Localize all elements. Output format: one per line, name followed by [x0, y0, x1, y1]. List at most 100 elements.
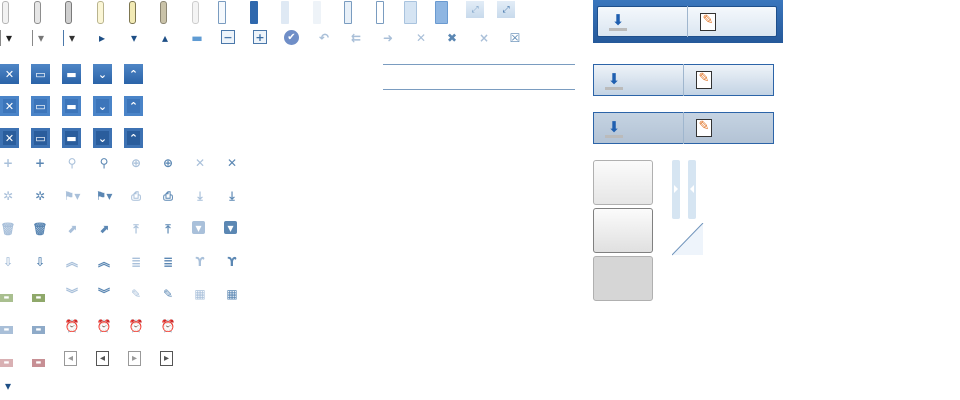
window-restore-button-pressed[interactable]: ▭: [31, 128, 50, 148]
move-top-dark-icon[interactable]: ⤒: [165, 222, 171, 236]
scroll-thumb-disabled[interactable]: [192, 1, 199, 24]
gear-light-icon[interactable]: ✲: [2, 189, 14, 203]
splitter-thumb-blue[interactable]: [250, 1, 258, 24]
panel-normal[interactable]: [593, 160, 653, 205]
external-link-light-icon[interactable]: ⬈: [66, 222, 78, 236]
minus-blue-light-icon[interactable]: ▬: [0, 326, 13, 334]
scroll-thumb-active[interactable]: [65, 1, 72, 24]
small-triangle-down-icon[interactable]: ▾: [4, 379, 12, 393]
dropdown-box-light-icon[interactable]: ▾: [192, 221, 205, 234]
minus-red-dark-icon[interactable]: ▬: [32, 359, 45, 367]
window-restore-button-normal[interactable]: ▭: [31, 64, 50, 84]
external-link-dark-icon[interactable]: ⬈: [98, 222, 110, 236]
folder-icon[interactable]: ▬: [191, 31, 203, 45]
page-next-dark-icon[interactable]: ▸: [160, 351, 173, 366]
dropdown-arrow-blue-icon[interactable]: ▾: [63, 30, 80, 46]
resize-grip-triangle[interactable]: [672, 223, 704, 256]
plus-dark-icon[interactable]: +: [34, 156, 46, 170]
import-light-icon[interactable]: ⇩: [2, 255, 14, 269]
add-circle-dark-icon[interactable]: ⊕: [162, 156, 174, 170]
double-chevron-up-light-icon[interactable]: ︽: [65, 255, 78, 269]
receive-mail-button[interactable]: ⬇: [597, 6, 687, 37]
gear-dark-icon[interactable]: ✲: [34, 189, 46, 203]
window-minimize-button-normal[interactable]: ▬: [62, 64, 81, 84]
receive-mail-button[interactable]: ⬇: [593, 112, 683, 144]
panel-hover[interactable]: [593, 208, 653, 253]
double-chevron-down-dark-icon[interactable]: ︾: [97, 287, 110, 301]
collapse-minus-icon[interactable]: −: [221, 30, 235, 44]
check-circle-icon[interactable]: ✔: [284, 30, 299, 45]
alarm-clock-dark-icon[interactable]: ⏰: [96, 319, 112, 333]
trash-light-icon[interactable]: 🗑: [0, 222, 16, 236]
move-top-light-icon[interactable]: ⤒: [133, 222, 139, 236]
window-expand-button-hover[interactable]: ⌃: [124, 96, 143, 116]
window-close-button-normal[interactable]: ✕: [0, 64, 19, 84]
window-expand-button-pressed[interactable]: ⌃: [124, 128, 143, 148]
splitter-thumb-outline[interactable]: [218, 1, 226, 24]
close-small-icon[interactable]: ×: [478, 31, 490, 45]
splitter-collapse-right[interactable]: [672, 160, 680, 219]
scroll-thumb-yellow[interactable]: [97, 1, 104, 24]
edit-dark-icon[interactable]: ✎: [162, 287, 174, 301]
close-box-icon[interactable]: ☒: [509, 31, 521, 45]
close-dark-icon[interactable]: ✖: [446, 31, 458, 45]
trash-dark-icon[interactable]: 🗑: [32, 222, 48, 236]
alarm-clock-light-icon[interactable]: ⏰: [64, 319, 80, 333]
scroll-thumb-normal[interactable]: [2, 1, 9, 24]
page-next-light-icon[interactable]: ▸: [128, 351, 141, 366]
window-collapse-button-pressed[interactable]: ⌄: [93, 128, 112, 148]
reply-all-icon[interactable]: ⇇: [350, 31, 362, 45]
scroll-thumb-yellow-hover[interactable]: [129, 1, 136, 24]
expand-plus-icon[interactable]: +: [253, 30, 267, 44]
flag-dropdown-light-icon[interactable]: ⚑▾: [63, 189, 81, 203]
triangle-down-icon[interactable]: ▾: [130, 31, 138, 45]
splitter-thumb-faint-2[interactable]: [313, 1, 321, 24]
window-minimize-button-hover[interactable]: ▬: [62, 96, 81, 116]
window-collapse-button-hover[interactable]: ⌄: [93, 96, 112, 116]
reply-icon[interactable]: ↶: [318, 31, 330, 45]
splitter-thumb-faint[interactable]: [281, 1, 289, 24]
window-close-button-pressed[interactable]: ✕: [0, 128, 19, 148]
close-light-icon[interactable]: ✕: [415, 31, 427, 45]
import-dark-icon[interactable]: ⇩: [34, 255, 46, 269]
forward-icon[interactable]: ➜: [382, 31, 394, 45]
double-chevron-down-light-icon[interactable]: ︾: [65, 287, 78, 301]
compose-button[interactable]: ✎: [683, 112, 773, 144]
window-expand-button-normal[interactable]: ⌃: [124, 64, 143, 84]
splitter-thumb-pointed-thin[interactable]: [376, 1, 384, 24]
alarm-add-dark-icon[interactable]: ⏰: [160, 319, 176, 333]
window-minimize-button-pressed[interactable]: ▬: [62, 128, 81, 148]
edit-light-icon[interactable]: ✎: [130, 287, 142, 301]
receive-mail-button[interactable]: ⬇: [593, 64, 683, 96]
splitter-thumb-gradient-blue[interactable]: [435, 1, 448, 24]
dropdown-arrow-gray-icon[interactable]: ▾: [32, 30, 49, 46]
calendar-add-dark-icon[interactable]: ▦: [226, 287, 238, 301]
window-close-button-hover[interactable]: ✕: [0, 96, 19, 116]
double-chevron-up-dark-icon[interactable]: ︽: [97, 255, 110, 269]
document-light-icon[interactable]: ≣: [130, 255, 142, 269]
close-x-light-icon[interactable]: ✕: [194, 156, 206, 170]
download-light-icon[interactable]: ⤓: [197, 189, 203, 203]
triangle-right-icon[interactable]: ▸: [98, 31, 106, 45]
add-circle-light-icon[interactable]: ⊕: [130, 156, 142, 170]
window-restore-button-hover[interactable]: ▭: [31, 96, 50, 116]
panel-pressed[interactable]: [593, 256, 653, 301]
dropdown-arrow-icon[interactable]: ▾: [0, 30, 17, 46]
dropdown-box-dark-icon[interactable]: ▾: [224, 221, 237, 234]
minus-blue-dark-icon[interactable]: ▬: [32, 326, 45, 334]
triangle-up-icon[interactable]: ▴: [161, 31, 169, 45]
wrench-dark-icon[interactable]: ϒ: [227, 255, 237, 269]
search-dark-icon[interactable]: ⚲: [99, 156, 109, 170]
print-dark-icon[interactable]: ⎙: [163, 189, 173, 203]
page-prev-dark-icon[interactable]: ◂: [96, 351, 109, 366]
search-light-icon[interactable]: ⚲: [67, 156, 77, 170]
scroll-thumb-khaki[interactable]: [160, 1, 167, 24]
close-x-dark-icon[interactable]: ✕: [226, 156, 238, 170]
wrench-light-icon[interactable]: ϒ: [195, 255, 205, 269]
splitter-thumb-gradient[interactable]: [404, 1, 417, 24]
plus-light-icon[interactable]: +: [2, 156, 14, 170]
compose-button[interactable]: ✎: [687, 6, 777, 37]
splitter-thumb-pointed[interactable]: [344, 1, 352, 24]
page-prev-light-icon[interactable]: ◂: [64, 351, 77, 366]
scroll-thumb-hover[interactable]: [34, 1, 41, 24]
